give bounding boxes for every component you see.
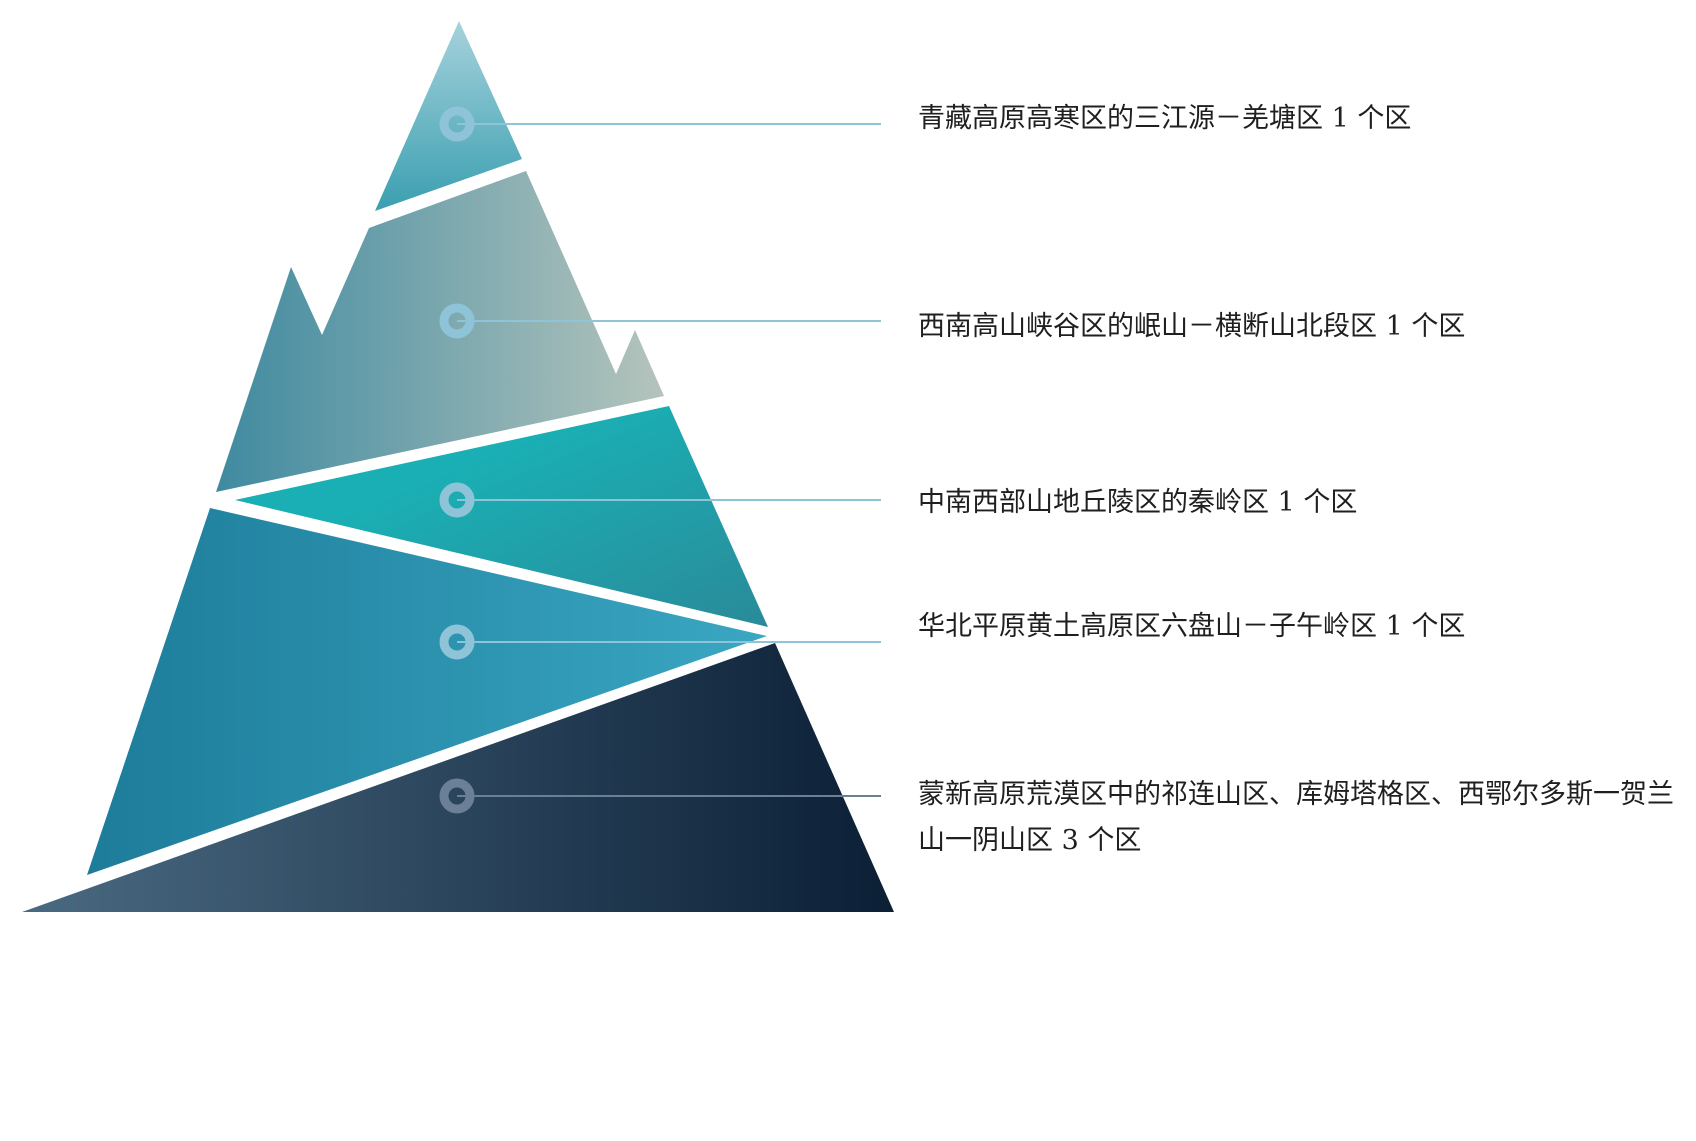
tier-marker-icon-4 bbox=[439, 624, 475, 660]
tier-label-5: 蒙新高原荒漠区中的祁连山区、库姆塔格区、西鄂尔多斯一贺兰山一阴山区 3 个区 bbox=[918, 779, 1674, 856]
tier-label-4: 华北平原黄土高原区六盘山－子午岭区 1 个区 bbox=[918, 611, 1466, 642]
tier-label-1: 青藏高原高寒区的三江源－羌塘区 1 个区 bbox=[918, 103, 1412, 134]
tier-marker-icon-5 bbox=[439, 778, 475, 814]
tier-marker-icon-1 bbox=[439, 106, 475, 142]
tier-marker-icon-3 bbox=[439, 482, 475, 518]
pyramid-tier-3 bbox=[235, 406, 768, 627]
tier-label-2: 西南高山峡谷区的岷山－横断山北段区 1 个区 bbox=[918, 311, 1466, 342]
tier-label-3: 中南西部山地丘陵区的秦岭区 1 个区 bbox=[918, 487, 1358, 518]
pyramid-tier-4 bbox=[87, 508, 767, 875]
pyramid-tier-5 bbox=[22, 643, 894, 912]
pyramid-tier-2 bbox=[216, 171, 664, 492]
tier-marker-icon-2 bbox=[439, 303, 475, 339]
